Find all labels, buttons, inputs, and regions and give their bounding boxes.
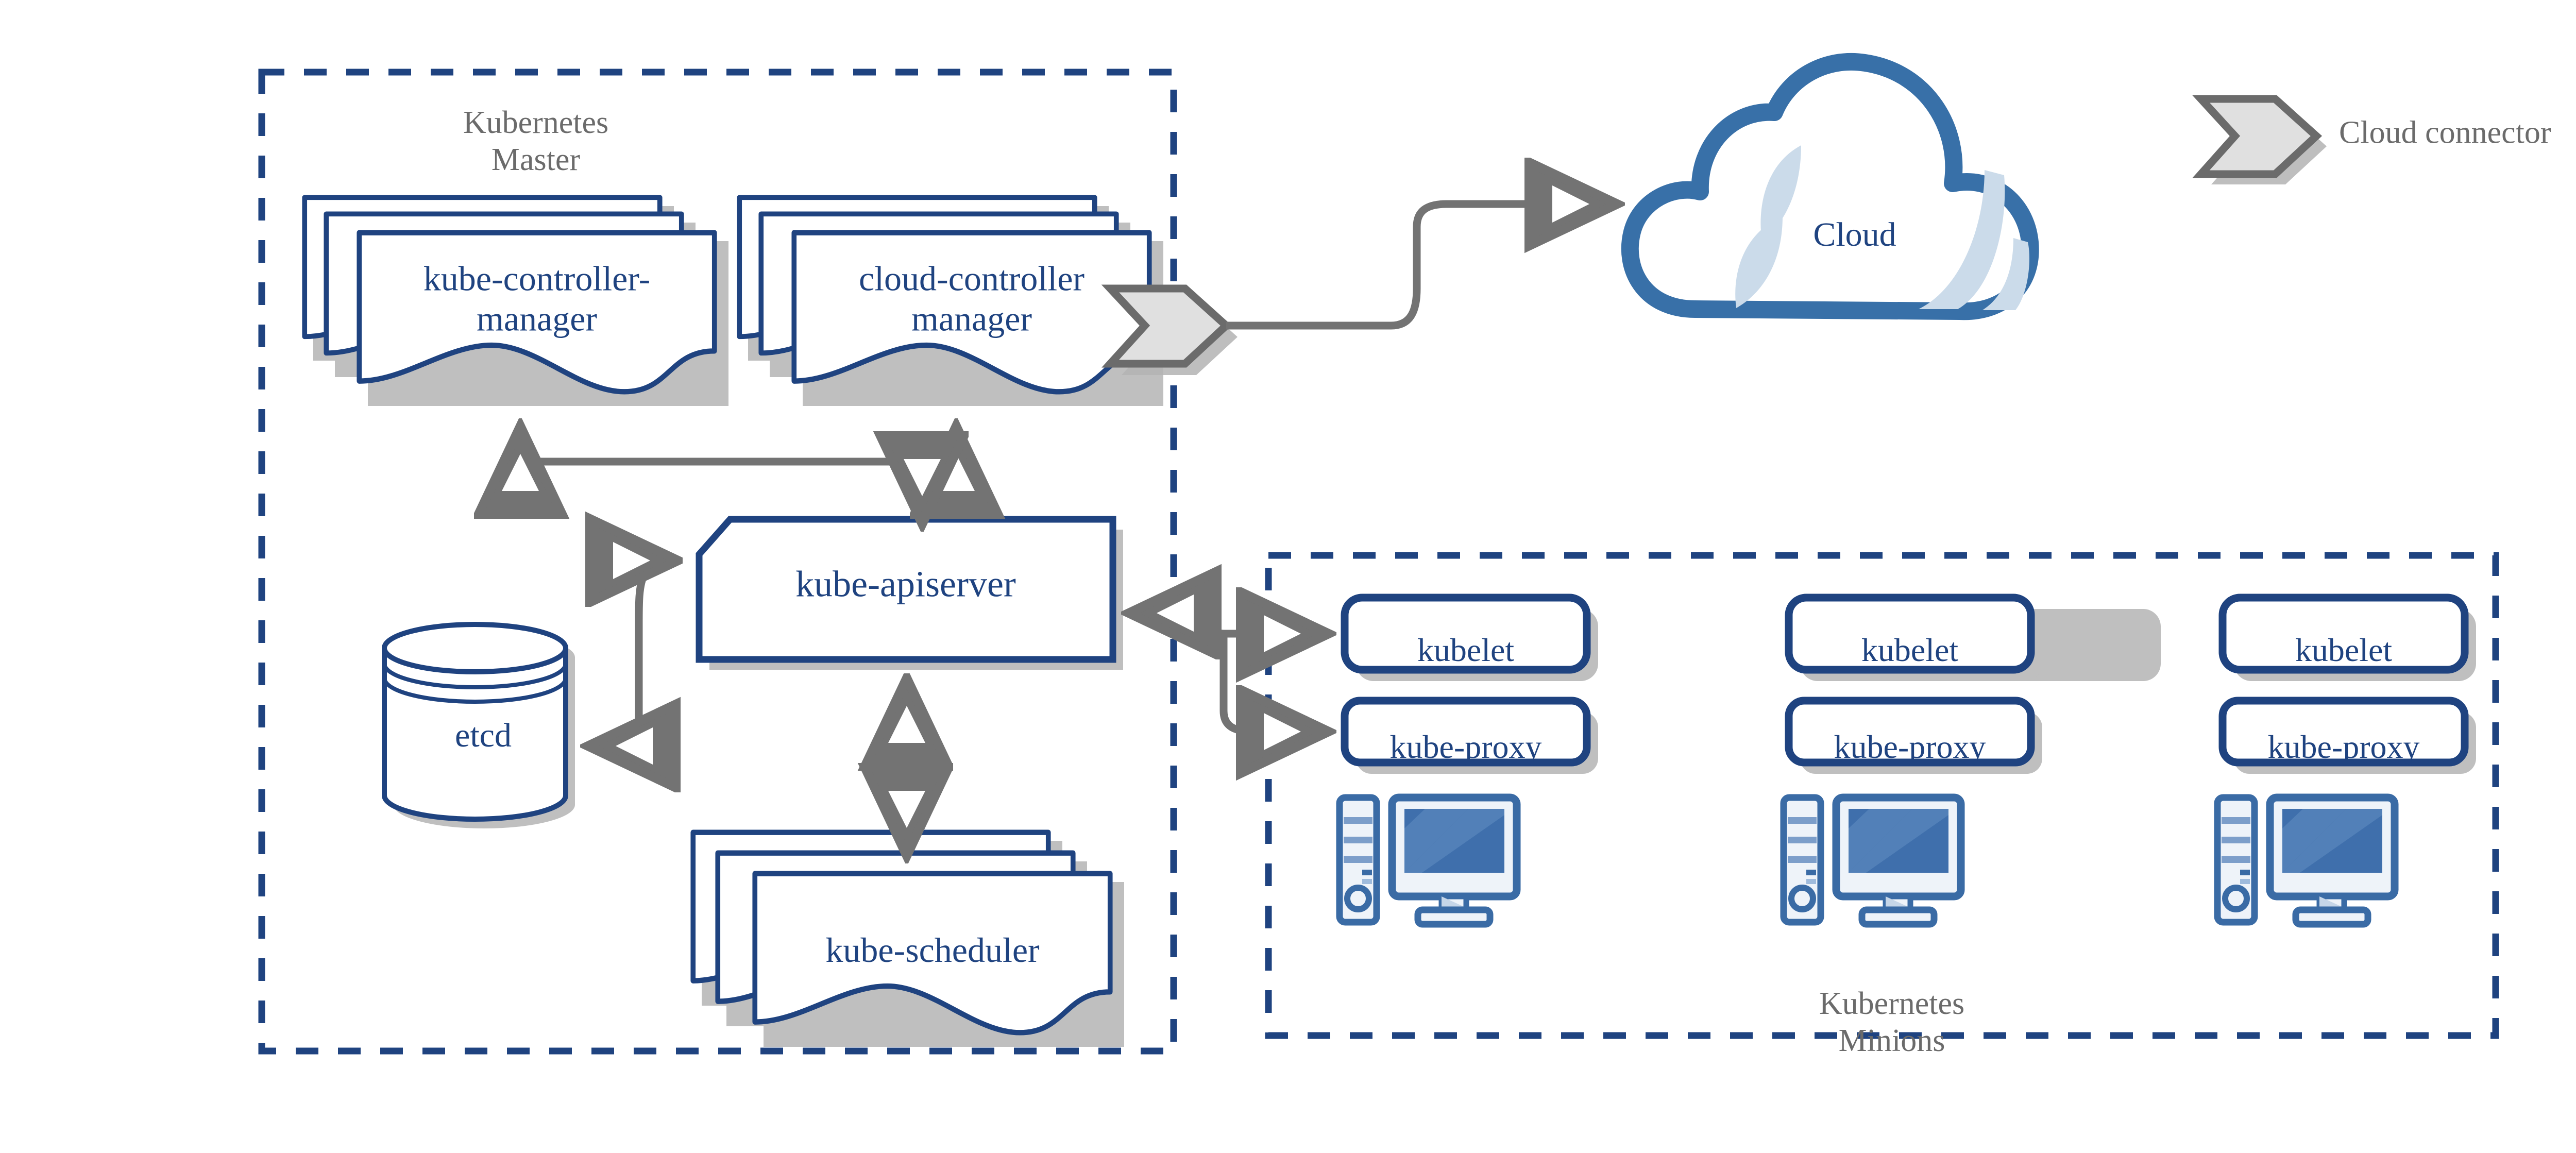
legend-chevron-icon xyxy=(2192,95,2327,184)
cloud-shape[interactable] xyxy=(1621,53,2039,320)
cloud-connector-icon[interactable] xyxy=(1101,284,1238,375)
arrow-apiserver-to-kube-controller-manager xyxy=(520,431,911,489)
connector-arrows xyxy=(520,204,1613,851)
arrow-apiserver-to-cloud-controller-manager xyxy=(903,431,956,489)
pc-icon xyxy=(2214,793,2399,928)
kube-scheduler-shape[interactable] xyxy=(693,833,1124,1047)
kube-apiserver-shape[interactable] xyxy=(696,516,1123,670)
arrow-cloud-connector-to-cloud xyxy=(1226,204,1613,330)
minion-node-1 xyxy=(1336,594,1598,928)
region-minions-border xyxy=(1265,552,2499,1039)
kube-controller-manager-shape[interactable] xyxy=(304,197,728,406)
kube-proxy-box[interactable] xyxy=(1785,697,2042,774)
kube-proxy-box[interactable] xyxy=(2218,697,2476,774)
kubelet-box[interactable] xyxy=(1785,594,2161,681)
arrow-apiserver-to-kube-proxy xyxy=(1219,634,1324,732)
cloud-shading xyxy=(1735,145,2029,310)
kubelet-box[interactable] xyxy=(2218,594,2476,681)
kube-proxy-box[interactable] xyxy=(1341,697,1598,774)
region-master-border xyxy=(258,69,1177,1055)
minion-node-2 xyxy=(1780,594,2161,928)
arrow-kubelet-to-apiserver xyxy=(1133,613,1324,634)
etcd-shape[interactable] xyxy=(382,622,575,828)
pc-icon xyxy=(1336,793,1521,928)
cloud-controller-manager-shape[interactable] xyxy=(739,197,1163,406)
arrow-apiserver-etcd xyxy=(592,561,675,746)
pc-icon xyxy=(1780,793,1965,928)
minion-node-3 xyxy=(2214,594,2476,928)
kubelet-box[interactable] xyxy=(1341,594,1598,681)
